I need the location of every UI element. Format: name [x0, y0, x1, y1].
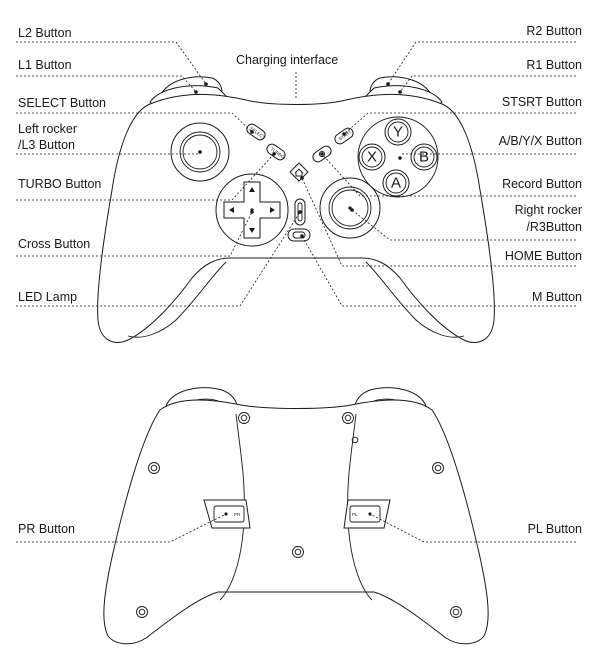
leader-turbo — [16, 153, 275, 201]
leader-select — [16, 112, 253, 133]
label-l2: L2 Button — [18, 26, 72, 40]
front-view: SELECT START TURBO — [97, 76, 495, 343]
label-abyx: A/B/Y/X Button — [498, 134, 582, 148]
leader-cross — [16, 211, 253, 257]
pr-paddle: PR — [203, 499, 251, 529]
right-rocker — [319, 177, 381, 239]
label-right-rocker-2: /R3Button — [526, 220, 582, 234]
face-button-y: Y — [384, 118, 412, 146]
pl-marking: PL — [352, 512, 358, 517]
label-r1: R1 Button — [526, 58, 582, 72]
label-left-rocker-2: /L3 Button — [18, 138, 75, 152]
back-screws — [136, 412, 462, 618]
face-buttons: Y X B A — [357, 116, 439, 198]
leader-pl — [369, 513, 576, 543]
m-button — [287, 228, 311, 242]
leader-home — [301, 177, 576, 267]
label-pr: PR Button — [18, 522, 75, 536]
label-led: LED Lamp — [18, 290, 78, 304]
leader-pr — [16, 513, 227, 543]
face-button-x: X — [358, 143, 386, 171]
face-button-b: B — [410, 143, 438, 171]
home-button — [289, 162, 309, 182]
label-r2: R2 Button — [526, 24, 582, 38]
back-body-outline — [103, 399, 489, 645]
back-view: PR PL — [103, 387, 489, 645]
label-home: HOME Button — [504, 249, 582, 263]
turbo-button: TURBO — [266, 143, 286, 161]
leader-l1 — [16, 75, 197, 93]
label-start: STSRT Button — [501, 95, 582, 109]
label-m: M Button — [531, 290, 582, 304]
label-record: Record Button — [502, 177, 582, 191]
label-right-rocker-1: Right rocker — [514, 203, 582, 217]
grip-contour — [127, 261, 227, 338]
label-cross: Cross Button — [18, 237, 91, 251]
leader-r2 — [387, 41, 576, 85]
leader-l2 — [16, 41, 207, 85]
leader-record — [321, 153, 576, 197]
pr-marking: PR — [234, 512, 241, 517]
label-pl: PL Button — [527, 522, 582, 536]
label-l1: L1 Button — [18, 58, 72, 72]
face-a-label: A — [391, 175, 401, 192]
back-leaders — [16, 513, 576, 543]
front-leaders — [16, 41, 576, 307]
cross-button — [215, 173, 289, 247]
label-charging: Charging interface — [236, 53, 339, 67]
face-b-label: B — [419, 149, 429, 166]
label-select: SELECT Button — [18, 96, 107, 110]
pl-paddle: PL — [343, 499, 391, 529]
face-y-label: Y — [393, 124, 403, 141]
leader-led — [16, 211, 301, 307]
leader-right-rocker — [351, 209, 576, 241]
select-button: SELECT — [246, 123, 266, 141]
grip-contour-right — [365, 261, 465, 338]
leader-start — [343, 112, 576, 135]
leader-m — [301, 235, 576, 307]
label-left-rocker-1: Left rocker — [18, 122, 78, 136]
leader-r1 — [399, 75, 576, 93]
face-button-a: A — [382, 169, 410, 197]
face-x-label: X — [367, 149, 377, 166]
label-turbo: TURBO Button — [18, 177, 102, 191]
